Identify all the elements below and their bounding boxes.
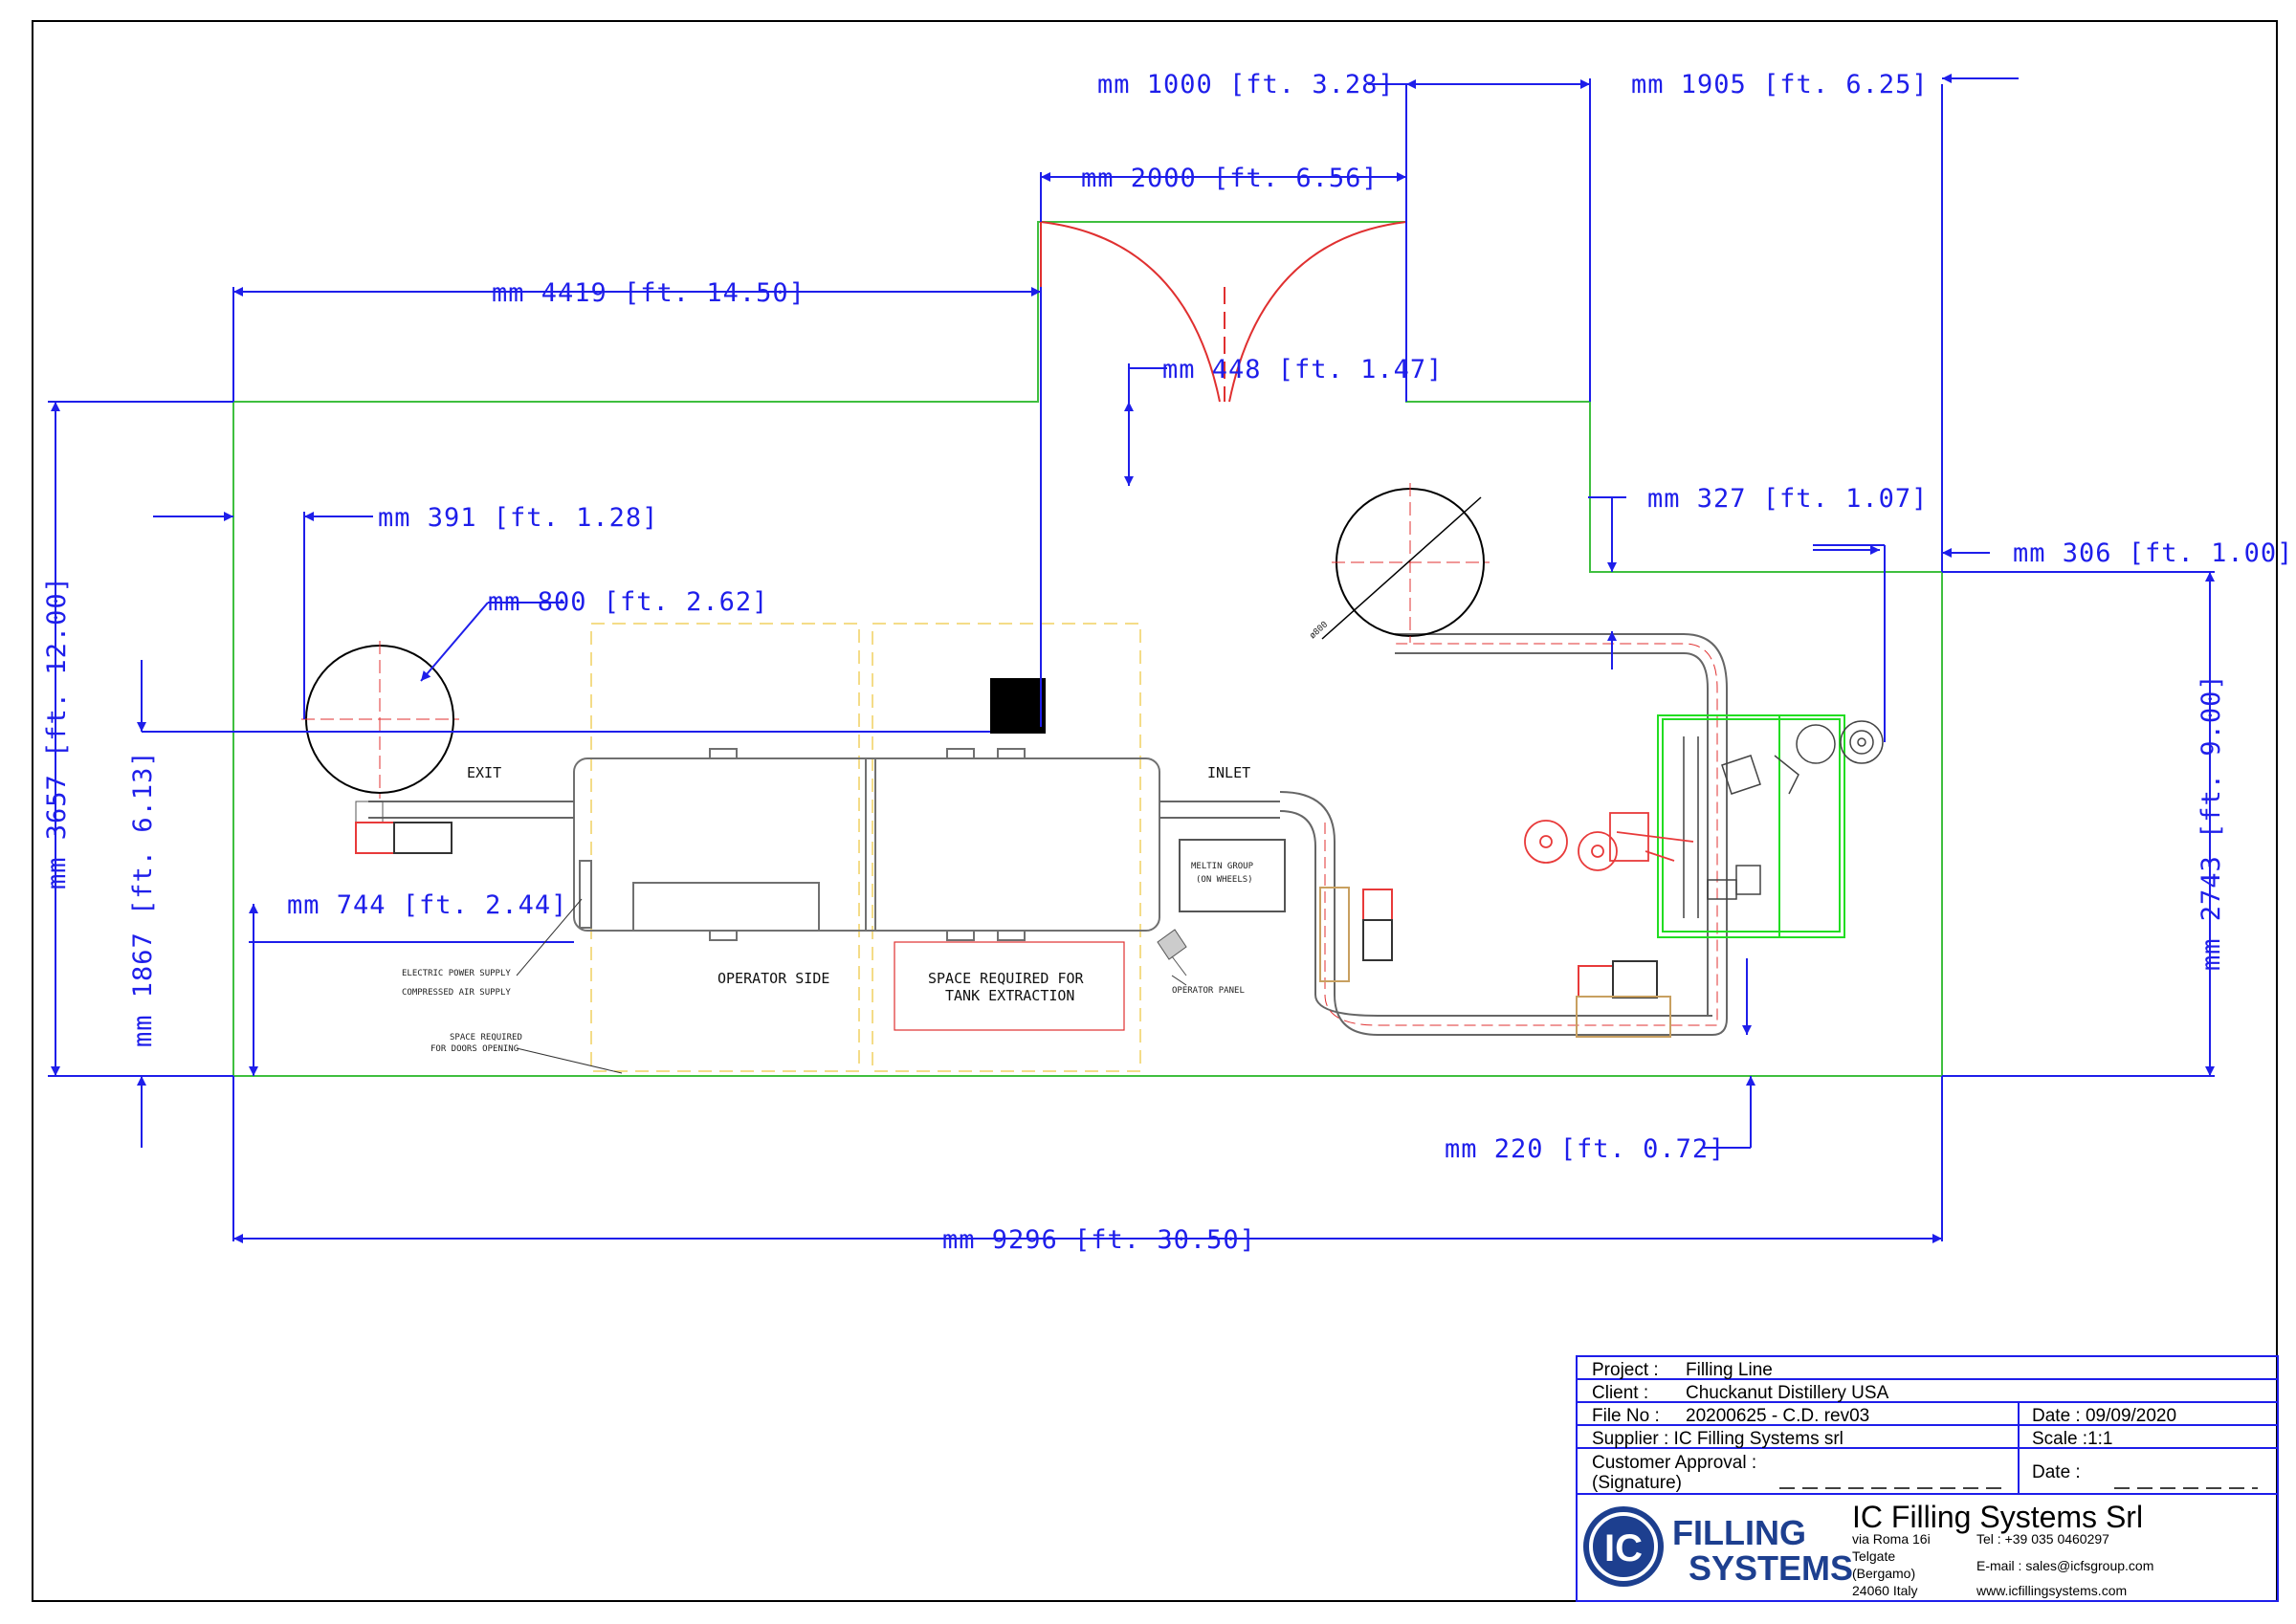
doors-space-label-2: FOR DOORS OPENING xyxy=(430,1044,519,1054)
dim-2743: mm 2743 [ft. 9.00] xyxy=(2197,673,2226,971)
inlet-label: INLET xyxy=(1207,764,1250,781)
svg-text:FILLING: FILLING xyxy=(1672,1513,1806,1552)
operator-panel-label: OPERATOR PANEL xyxy=(1172,986,1245,996)
project-label: Project : xyxy=(1592,1360,1659,1380)
conveyor-centerline xyxy=(1324,643,1718,1026)
address-line-3: (Bergamo) xyxy=(1852,1566,1915,1581)
labeller-red-unit xyxy=(1524,812,1694,871)
room-outline xyxy=(232,221,1943,1077)
approval-label: Customer Approval : xyxy=(1592,1453,1756,1473)
dimension-lines xyxy=(48,74,2215,1243)
operator-zone xyxy=(590,623,1141,1072)
dim-327: mm 327 [ft. 1.07] xyxy=(1647,484,1928,514)
tank-extraction-label-2: TANK EXTRACTION xyxy=(945,987,1074,1004)
date-value: Date : 09/09/2020 xyxy=(2032,1406,2176,1426)
compressed-air-label: COMPRESSED AIR SUPPLY xyxy=(402,988,511,998)
email: E-mail : sales@icfsgroup.com xyxy=(1976,1558,2153,1573)
motor xyxy=(355,822,1671,1038)
tank-extraction-zone xyxy=(894,941,1125,1031)
dim-448: mm 448 [ft. 1.47] xyxy=(1162,355,1443,384)
filling-machine xyxy=(573,748,1160,941)
dim-9296: mm 9296 [ft. 30.50] xyxy=(942,1225,1256,1255)
telephone: Tel : +39 035 0460297 xyxy=(1976,1531,2109,1547)
client-label: Client : xyxy=(1592,1383,1648,1403)
operator-side-label: OPERATOR SIDE xyxy=(718,970,829,987)
project-value: Filling Line xyxy=(1686,1360,1773,1380)
labeller xyxy=(1657,714,1845,938)
supplier: Supplier : IC Filling Systems srl xyxy=(1592,1429,1843,1449)
diameter-label: ø800 xyxy=(1308,620,1330,641)
website: www.icfillingsystems.com xyxy=(1976,1583,2127,1598)
dim-2000: mm 2000 [ft. 6.56] xyxy=(1081,164,1379,193)
address-line-1: via Roma 16i xyxy=(1852,1531,1931,1547)
client-value: Chuckanut Distillery USA xyxy=(1686,1383,1889,1403)
inlet-table: ø800 xyxy=(1308,483,1490,643)
melting-group-label-1: MELTIN GROUP xyxy=(1191,862,1254,871)
dim-306: mm 306 [ft. 1.00] xyxy=(2013,538,2293,568)
black-column xyxy=(990,678,1046,734)
leader-lines xyxy=(516,898,1187,1074)
conveyor xyxy=(368,633,1728,1036)
file-value: 20200625 - C.D. rev03 xyxy=(1686,1406,1869,1426)
melting-group xyxy=(1179,839,1286,912)
company-name: IC Filling Systems Srl xyxy=(1852,1500,2143,1534)
dim-800: mm 800 [ft. 2.62] xyxy=(488,587,768,617)
svg-text:IC: IC xyxy=(1604,1527,1643,1569)
doors-space-label-1: SPACE REQUIRED xyxy=(450,1033,522,1042)
company-logo: IC FILLING SYSTEMS xyxy=(1583,1506,1853,1588)
scale: Scale :1:1 xyxy=(2032,1429,2113,1449)
dim-1905: mm 1905 [ft. 6.25] xyxy=(1631,70,1929,99)
sign-date-label: Date : xyxy=(2032,1462,2081,1482)
dim-4419: mm 4419 [ft. 14.50] xyxy=(492,278,806,308)
dim-220: mm 220 [ft. 0.72] xyxy=(1445,1134,1725,1164)
file-label: File No : xyxy=(1592,1406,1660,1426)
operator-panel xyxy=(1157,929,1187,977)
exit-label: EXIT xyxy=(467,764,501,781)
signature-label: (Signature) xyxy=(1592,1473,1682,1493)
tank-extraction-label-1: SPACE REQUIRED FOR xyxy=(928,970,1085,987)
svg-text:SYSTEMS: SYSTEMS xyxy=(1689,1548,1853,1588)
title-block xyxy=(1576,1355,2279,1602)
dim-391: mm 391 [ft. 1.28] xyxy=(378,503,658,533)
electric-supply-label: ELECTRIC POWER SUPPLY xyxy=(402,969,511,978)
address-line-2: Telgate xyxy=(1852,1548,1895,1564)
labeller-parts xyxy=(1683,720,1884,918)
dim-1867: mm 1867 [ft. 6.13] xyxy=(128,750,158,1047)
melting-group-label-2: (ON WHEELS) xyxy=(1196,875,1253,885)
sheet-border xyxy=(32,20,2278,1602)
dim-3657: mm 3657 [ft. 12.00] xyxy=(42,576,72,889)
address-line-4: 24060 Italy xyxy=(1852,1583,1918,1598)
dim-744: mm 744 [ft. 2.44] xyxy=(287,890,567,920)
dim-1000: mm 1000 [ft. 3.28] xyxy=(1097,70,1395,99)
